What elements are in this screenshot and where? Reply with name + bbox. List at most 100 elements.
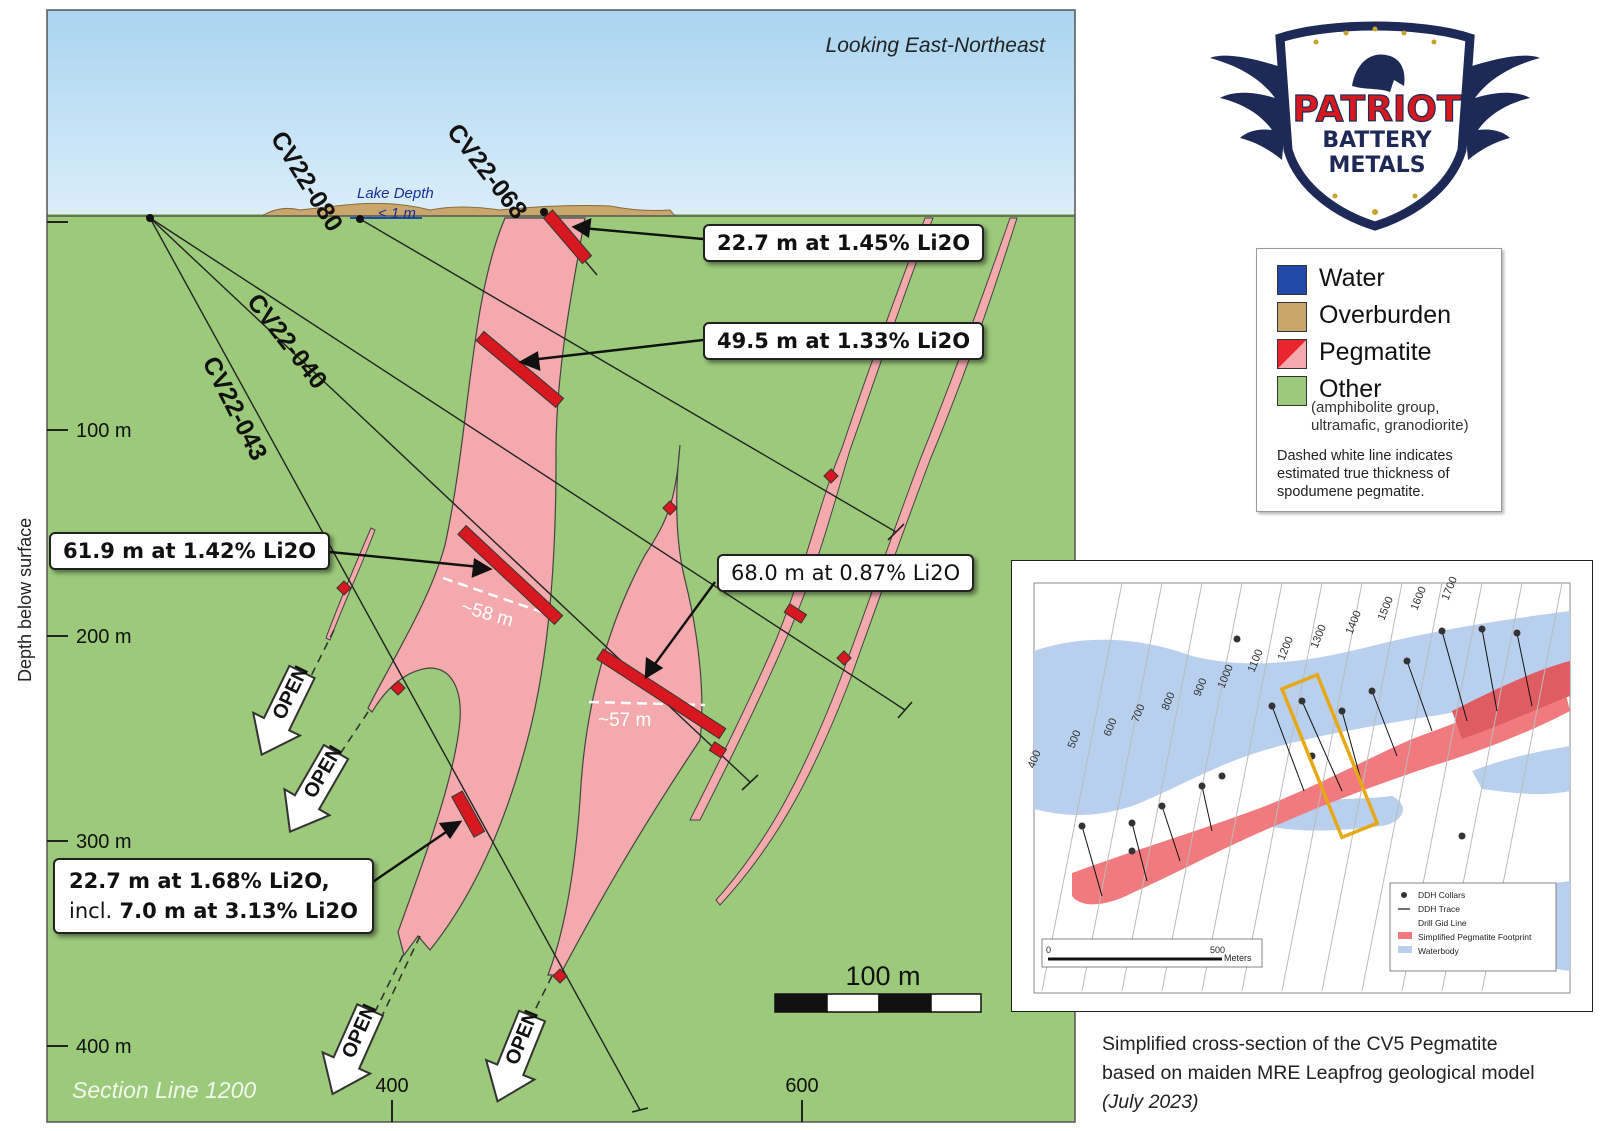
map-scale-start: 0 xyxy=(1046,945,1051,955)
legend-note-line2: estimated true thickness of xyxy=(1277,466,1450,482)
logo-text-metals: METALS xyxy=(1328,153,1425,178)
open-extension xyxy=(381,935,421,1017)
intercept-tick xyxy=(552,968,568,984)
intercept-tick xyxy=(336,580,352,596)
legend-label: Overburden xyxy=(1319,301,1452,329)
intercept-text-line2: incl. 7.0 m at 3.13% Li2O xyxy=(69,896,358,926)
map-waterbody xyxy=(1034,611,1570,815)
legend-box: Water Overburden Pegmatite Other (amphib… xyxy=(1256,248,1502,512)
section-line-label: Section Line 1200 xyxy=(72,1077,256,1103)
sky-area xyxy=(47,10,1075,218)
intercept-callout-3: 61.9 m at 1.42% Li2O xyxy=(49,532,331,570)
map-legend-footprint-symbol xyxy=(1398,932,1412,939)
intercept-text: 49.5 m at 1.33% Li2O xyxy=(717,329,971,353)
callout-arrow-2 xyxy=(529,338,704,362)
intercept-text: 68.0 m at 0.87% Li2O xyxy=(731,561,961,585)
hole-end-cap xyxy=(631,1107,649,1113)
intercept-incl-prefix: incl. xyxy=(69,899,113,923)
logo-wing-right xyxy=(1460,55,1540,160)
intercept-bar-cv22-043-main xyxy=(457,524,564,626)
intercept-callout-5: 22.7 m at 1.68% Li2O, incl. 7.0 m at 3.1… xyxy=(53,858,374,934)
depth-tick-label: 300 m xyxy=(76,831,132,853)
map-legend-water-symbol xyxy=(1398,946,1412,953)
callout-arrowhead-1 xyxy=(571,218,592,239)
callout-arrow-4 xyxy=(651,581,716,669)
map-legend-box xyxy=(1389,882,1557,972)
depth-tick-label: 200 m xyxy=(76,626,132,648)
drillhole-trace-cv22-080 xyxy=(359,218,897,533)
caption-line2: based on maiden MRE Leapfrog geological … xyxy=(1102,1062,1535,1084)
map-scale-unit: Meters xyxy=(1224,953,1252,963)
drillhole-trace-cv22-040 xyxy=(149,217,906,711)
intercept-tick xyxy=(823,468,839,484)
intercept-bar-cv22-068 xyxy=(542,209,593,265)
legend-label: Pegmatite xyxy=(1319,338,1432,366)
logo-text-battery: BATTERY xyxy=(1322,128,1432,153)
intercept-text-line1: 22.7 m at 1.68% Li2O, xyxy=(69,869,330,893)
legend-swatch xyxy=(1277,265,1307,295)
callout-arrowhead-5 xyxy=(438,820,463,840)
legend-other-line2: ultramafic, granodiorite) xyxy=(1311,417,1469,434)
collar-cv22-068 xyxy=(540,208,548,216)
collar-cv22-040-043 xyxy=(146,214,154,222)
map-legend-label: Simplified Pegmatite Footprint xyxy=(1418,932,1532,942)
inset-map-canvas: 400 500 600 700 800 900 1000 1100 1200 1… xyxy=(1026,575,1571,994)
true-thickness-line-1 xyxy=(442,576,557,619)
intercept-bar-cv22-043-deep xyxy=(451,790,486,838)
intercept-tick xyxy=(662,500,678,516)
intercept-bar-cv22-040-upper xyxy=(475,330,565,409)
intercept-tick xyxy=(390,680,406,696)
logo-stars xyxy=(1313,26,1437,215)
intercept-callout-2: 49.5 m at 1.33% Li2O xyxy=(703,322,985,360)
map-legend-label: Waterbody xyxy=(1418,946,1460,956)
lake-depth-value: < 1 m xyxy=(378,205,416,222)
map-section-highlight xyxy=(1279,672,1380,840)
legend-swatch xyxy=(1277,302,1307,332)
hole-end-cap xyxy=(897,701,913,719)
legend-other-line1: (amphibolite group, xyxy=(1311,399,1440,416)
collar-cv22-080 xyxy=(356,215,364,223)
map-scale-end: 500 xyxy=(1210,945,1225,955)
pegmatite-main-body xyxy=(367,217,586,957)
callout-arrowhead-3 xyxy=(471,558,493,578)
intercept-bar-cv22-040-lower xyxy=(596,648,727,740)
hole-end-cap xyxy=(887,523,905,541)
intercept-incl-value: 7.0 m at 3.13% Li2O xyxy=(119,899,358,923)
intercept-bar-dyke-1 xyxy=(783,603,808,624)
map-waterbody xyxy=(1472,746,1570,795)
depth-tick-label: 400 m xyxy=(76,1036,132,1058)
lake-depth-label: Lake Depth xyxy=(357,185,434,202)
depth-tick-label: 100 m xyxy=(76,420,132,442)
legend-note-line3: spodumene pegmatite. xyxy=(1277,484,1425,500)
intercept-text: 22.7 m at 1.45% Li2O xyxy=(717,231,971,255)
hole-end-cap xyxy=(741,774,759,791)
intercept-callout-1: 22.7 m at 1.45% Li2O xyxy=(703,224,985,262)
scale-bar xyxy=(774,993,982,1013)
caption-line1: Simplified cross-section of the CV5 Pegm… xyxy=(1102,1033,1498,1055)
logo-eagle-icon xyxy=(1352,54,1405,92)
easting-tick-label: 400 xyxy=(375,1075,408,1097)
map-pegmatite-footprint xyxy=(1452,661,1570,739)
legend-note-line1: Dashed white line indicates xyxy=(1277,448,1453,464)
drillhole-trace-cv22-043-deep xyxy=(149,217,641,1111)
intercept-bar-dyke-2 xyxy=(708,741,728,759)
figure-caption: Simplified cross-section of the CV5 Pegm… xyxy=(1102,1030,1535,1117)
logo-shield xyxy=(1275,21,1475,231)
map-legend-collar-symbol xyxy=(1401,892,1407,898)
view-direction: Looking East-Northeast xyxy=(826,34,1047,57)
legend-swatch xyxy=(1277,339,1307,369)
map-legend-label: DDH Collars xyxy=(1418,890,1465,900)
legend-label: Other xyxy=(1319,375,1382,403)
legend-label: Water xyxy=(1319,264,1385,292)
map-legend-label: DDH Trace xyxy=(1418,904,1460,914)
callout-arrowhead-4 xyxy=(644,656,664,680)
map-scale-box xyxy=(1041,938,1263,968)
intercept-tick xyxy=(836,650,852,666)
patriot-logo: PATRIOT BATTERY METALS xyxy=(1210,21,1540,231)
y-axis-title: Depth below surface xyxy=(15,518,35,682)
legend-other-description: (amphibolite group, ultramafic, granodio… xyxy=(1311,399,1469,435)
caption-date: (July 2023) xyxy=(1102,1091,1199,1113)
open-extension xyxy=(369,954,404,1023)
map-ddh-collars xyxy=(1078,625,1521,855)
